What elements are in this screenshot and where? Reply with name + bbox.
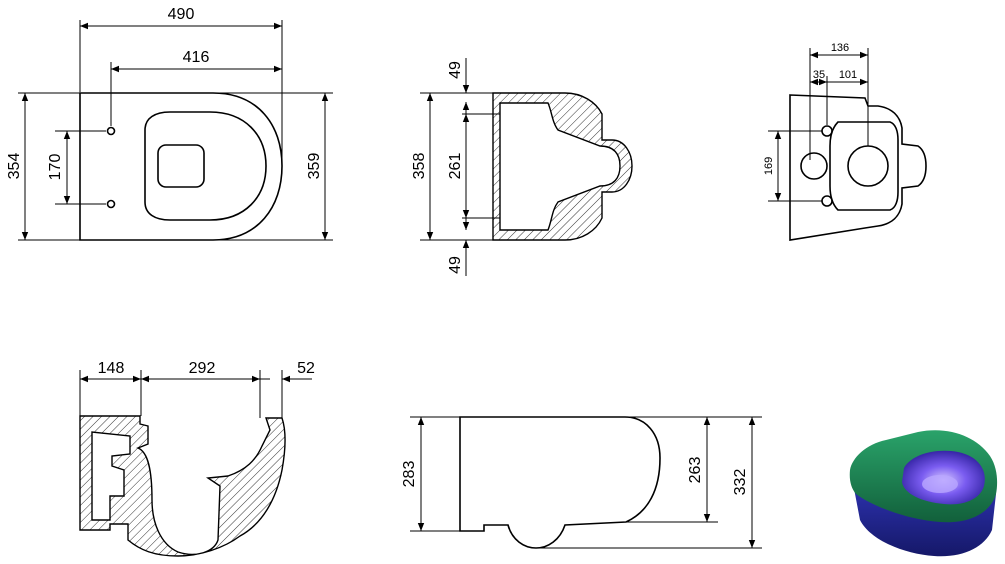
side-view-outline [459,416,661,549]
side-section-view: 148 292 52 [79,360,315,557]
dim-263: 263 [687,457,704,484]
rear-view-outline [789,94,927,241]
dim-49-lower: 49 [447,256,464,274]
dim-49-upper: 49 [447,61,464,79]
dim-490: 490 [168,6,195,23]
top-view-outline [79,92,283,241]
dim-332: 332 [732,469,749,496]
fixing-hole-icon [106,199,116,209]
toilet-3d-render [849,430,998,557]
dim-358: 358 [411,153,428,180]
dim-136: 136 [831,42,849,54]
dim-261: 261 [447,153,464,180]
dim-354: 354 [6,153,23,180]
plan-section-view: 49 358 261 49 [411,58,633,276]
render-highlight [922,475,958,493]
dim-292: 292 [189,360,216,377]
top-view-outlet [157,144,205,188]
dim-359: 359 [306,153,323,180]
dim-52: 52 [297,360,315,377]
side-view: 283 263 332 [401,416,762,549]
dim-101: 101 [839,69,857,81]
rear-view: 136 35 101 169 [763,42,927,241]
fixing-hole-icon [106,126,116,136]
dim-283: 283 [401,461,418,488]
top-view-seat-opening [144,111,267,221]
rear-view-cavity [829,121,899,211]
dim-416: 416 [183,49,210,66]
dim-169: 169 [763,157,775,175]
water-inlet-icon [800,152,828,180]
dim-148: 148 [98,360,125,377]
plan-section-body [492,92,633,241]
dim-170: 170 [47,154,64,181]
dim-35: 35 [813,69,825,81]
top-view: 490 416 354 170 359 [6,6,333,241]
side-section-body [79,415,286,557]
